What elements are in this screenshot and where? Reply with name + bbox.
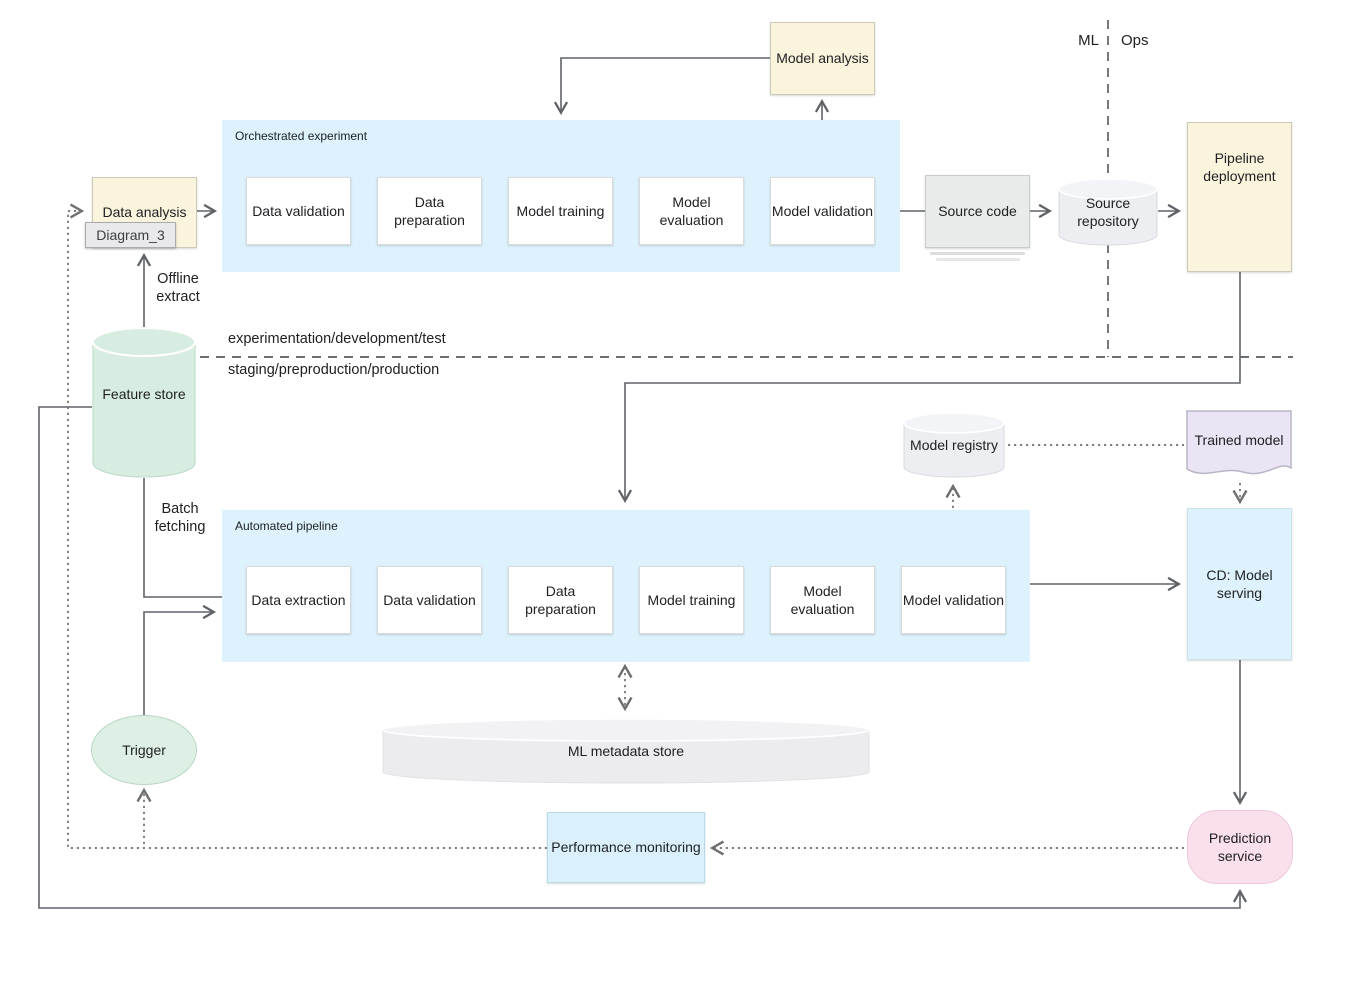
model-registry-node: Model registry <box>903 412 1005 478</box>
step-label: Model validation <box>771 202 874 219</box>
step-label: Data preparation <box>525 582 596 617</box>
prediction-service-node: Prediction service <box>1187 810 1293 884</box>
cylinder-shape <box>92 327 196 478</box>
flat-cylinder-shape <box>382 718 870 784</box>
edge-feature-store-to-prediction <box>38 406 1248 909</box>
source-code-stack-line-2 <box>936 258 1020 261</box>
trigger-label: Trigger <box>122 741 166 758</box>
orch-step-model-validation: Model validation <box>770 177 875 245</box>
step-label: Model evaluation <box>790 582 855 617</box>
ml-zone-label: ML <box>1078 32 1099 49</box>
model-registry-label: Model registry <box>910 436 998 453</box>
performance-monitoring-node: Performance monitoring <box>547 812 705 883</box>
model-analysis-node: Model analysis <box>770 22 875 95</box>
feature-store-label: Feature store <box>102 386 186 403</box>
orch-step-model-training: Model training <box>508 177 613 245</box>
experimentation-env-label: experimentation/development/test <box>228 331 446 347</box>
edge-batch-fetching <box>143 478 241 605</box>
source-code-node: Source code <box>925 175 1030 248</box>
orch-step-data-validation: Data validation <box>246 177 351 245</box>
ops-zone-label: Ops <box>1121 32 1149 49</box>
document-shape <box>1186 410 1292 475</box>
source-code-stack-line-1 <box>930 252 1025 255</box>
auto-step-model-training: Model training <box>639 566 744 634</box>
feature-store-node: Feature store <box>92 327 196 478</box>
orch-step-model-evaluation: Model evaluation <box>639 177 744 245</box>
step-label: Data validation <box>252 202 345 219</box>
cd-model-serving-label: CD: Model serving <box>1206 566 1273 601</box>
automated-pipeline-container: Automated pipeline <box>222 510 1030 662</box>
auto-step-data-extraction: Data extraction <box>246 566 351 634</box>
orch-step-data-preparation: Data preparation <box>377 177 482 245</box>
source-code-label: Source code <box>938 203 1017 220</box>
auto-step-model-validation: Model validation <box>901 566 1006 634</box>
auto-step-model-evaluation: Model evaluation <box>770 566 875 634</box>
batch-fetching-label: Batch fetching <box>154 501 206 536</box>
production-env-label: staging/preproduction/production <box>228 362 440 378</box>
edge-model-analysis-to-experiment <box>553 57 770 116</box>
solid-edges <box>38 57 1248 909</box>
ml-metadata-store-node: ML metadata store <box>382 718 870 784</box>
pipeline-deployment-label: Pipeline deployment <box>1203 149 1276 184</box>
cylinder-shape <box>903 412 1005 478</box>
auto-step-data-validation: Data validation <box>377 566 482 634</box>
auto-step-data-preparation: Data preparation <box>508 566 613 634</box>
cylinder-shape <box>1058 178 1158 246</box>
pipeline-deployment-node: Pipeline deployment <box>1187 122 1292 272</box>
offline-extract-label: Offline extract <box>156 271 200 306</box>
orchestrated-experiment-label: Orchestrated experiment <box>235 129 368 143</box>
trigger-node: Trigger <box>91 715 197 785</box>
data-analysis-label: Data analysis <box>102 204 187 221</box>
automated-pipeline-label: Automated pipeline <box>235 519 338 533</box>
step-label: Data validation <box>383 591 476 608</box>
step-label: Data preparation <box>394 193 465 228</box>
step-label: Model training <box>516 202 605 219</box>
step-label: Model training <box>647 591 736 608</box>
hover-tooltip: Diagram_3 <box>85 222 176 248</box>
source-repository-node: Source repository <box>1058 178 1158 246</box>
step-label: Data extraction <box>251 591 346 608</box>
edge-trigger-to-pipeline <box>143 604 217 715</box>
step-label: Model validation <box>902 591 1005 608</box>
edge-deployment-to-automated <box>617 272 1241 504</box>
ml-metadata-store-label: ML metadata store <box>567 742 685 759</box>
edge-monitoring-to-data-analysis <box>67 203 547 849</box>
trained-model-node: Trained model <box>1186 410 1292 480</box>
model-analysis-label: Model analysis <box>776 50 869 67</box>
source-repository-label: Source repository <box>1077 194 1139 229</box>
step-label: Model evaluation <box>659 193 724 228</box>
prediction-service-label: Prediction service <box>1208 829 1272 864</box>
trained-model-label: Trained model <box>1194 431 1284 448</box>
performance-monitoring-label: Performance monitoring <box>551 839 701 856</box>
cd-model-serving-node: CD: Model serving <box>1187 508 1292 660</box>
